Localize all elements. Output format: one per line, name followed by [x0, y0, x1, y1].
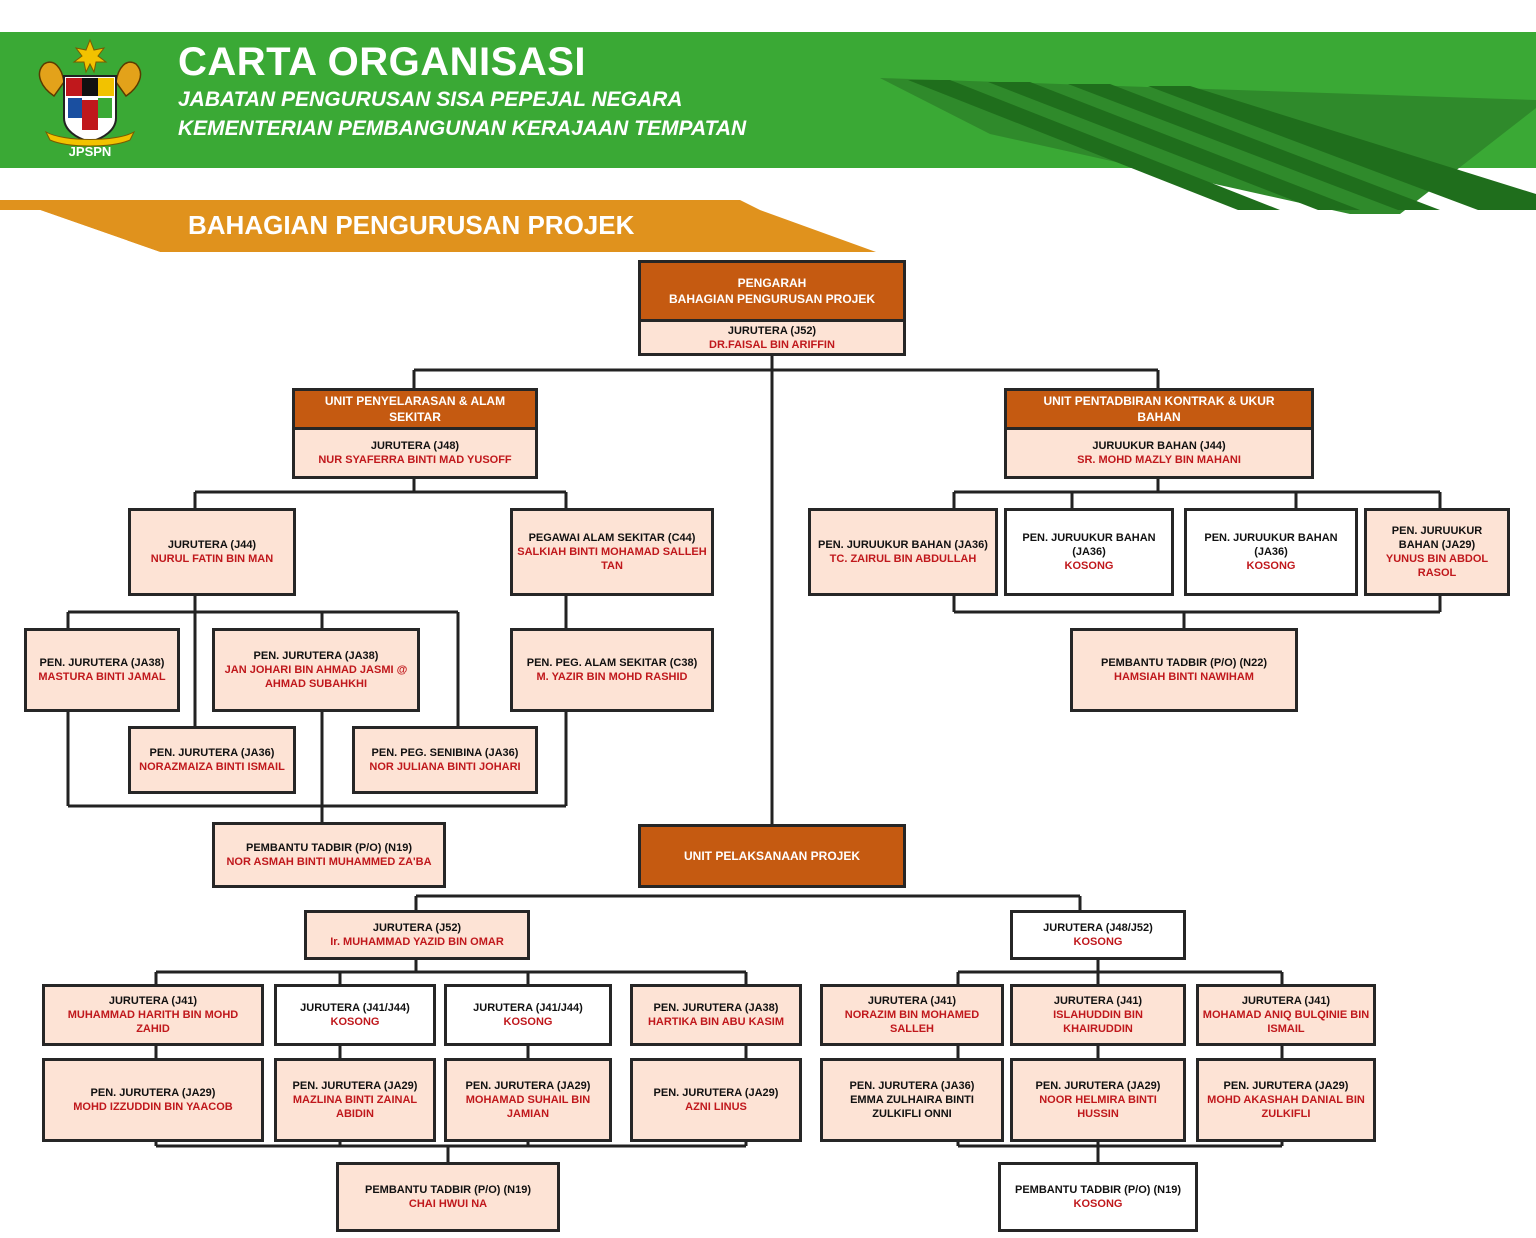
alam-n19-box: PEMBANTU TADBIR (P/O) (N19) NOR ASMAH BI…	[212, 822, 446, 888]
unit-kontrak-lead: JURUUKUR BAHAN (J44) SR. MOHD MAZLY BIN …	[1004, 427, 1314, 479]
kontrak-qs-3-box: PEN. JURUUKUR BAHAN (JA36) KOSONG	[1184, 508, 1358, 596]
alam-ja38-b-box: PEN. JURUTERA (JA38) JAN JOHARI BIN AHMA…	[212, 628, 420, 712]
unit-kontrak-header: UNIT PENTADBIRAN KONTRAK & UKUR BAHAN	[1004, 388, 1314, 430]
alam-c38-box: PEN. PEG. ALAM SEKITAR (C38) M. YAZIR BI…	[510, 628, 714, 712]
laksana-right-e2: JURUTERA (J41) ISLAHUDDIN BIN KHAIRUDDIN	[1010, 984, 1186, 1046]
director-header: PENGARAH BAHAGIAN PENGURUSAN PROJEK	[638, 260, 906, 322]
page-title: CARTA ORGANISASI	[178, 40, 586, 84]
laksana-left-e3: JURUTERA (J41/J44) KOSONG	[444, 984, 612, 1046]
jpspn-crest-logo: JPSPN	[38, 38, 142, 159]
laksana-right-e3: JURUTERA (J41) MOHAMAD ANIQ BULQINIE BIN…	[1196, 984, 1376, 1046]
kontrak-n22-box: PEMBANTU TADBIR (P/O) (N22) HAMSIAH BINT…	[1070, 628, 1298, 712]
laksana-left-a2: PEN. JURUTERA (JA29) MAZLINA BINTI ZAINA…	[274, 1058, 436, 1142]
laksana-left-e2: JURUTERA (J41/J44) KOSONG	[274, 984, 436, 1046]
kontrak-qs-1-box: PEN. JURUUKUR BAHAN (JA36) TC. ZAIRUL BI…	[808, 508, 998, 596]
ministry-name: KEMENTERIAN PEMBANGUNAN KERAJAAN TEMPATA…	[178, 117, 747, 140]
laksana-left-e1: JURUTERA (J41) MUHAMMAD HARITH BIN MOHD …	[42, 984, 264, 1046]
laksana-right-n19: PEMBANTU TADBIR (P/O) (N19) KOSONG	[998, 1162, 1198, 1232]
division-ribbon	[0, 200, 876, 252]
division-title: BAHAGIAN PENGURUSAN PROJEK	[188, 210, 635, 240]
alam-c44-box: PEGAWAI ALAM SEKITAR (C44) SALKIAH BINTI…	[510, 508, 714, 596]
director-box: JURUTERA (J52) DR.FAISAL BIN ARIFFIN	[638, 319, 906, 356]
kontrak-qs-4-box: PEN. JURUUKUR BAHAN (JA29) YUNUS BIN ABD…	[1364, 508, 1510, 596]
laksana-left-a3: PEN. JURUTERA (JA29) MOHAMAD SUHAIL BIN …	[444, 1058, 612, 1142]
banner-stripes	[880, 78, 1536, 214]
alam-ja38-a-box: PEN. JURUTERA (JA38) MASTURA BINTI JAMAL	[24, 628, 180, 712]
unit-alam-sekitar-header: UNIT PENYELARASAN & ALAM SEKITAR	[292, 388, 538, 430]
laksana-left-n19: PEMBANTU TADBIR (P/O) (N19) CHAI HWUI NA	[336, 1162, 560, 1232]
unit-pelaksanaan-header: UNIT PELAKSANAAN PROJEK	[638, 824, 906, 888]
department-name: JABATAN PENGURUSAN SISA PEPEJAL NEGARA	[178, 88, 683, 111]
alam-ja36-a-box: PEN. JURUTERA (JA36) NORAZMAIZA BINTI IS…	[128, 726, 296, 794]
unit-alam-sekitar-lead: JURUTERA (J48) NUR SYAFERRA BINTI MAD YU…	[292, 427, 538, 479]
laksana-left-a1: PEN. JURUTERA (JA29) MOHD IZZUDDIN BIN Y…	[42, 1058, 264, 1142]
laksana-left-a4: PEN. JURUTERA (JA29) AZNI LINUS	[630, 1058, 802, 1142]
laksana-right-e1: JURUTERA (J41) NORAZIM BIN MOHAMED SALLE…	[820, 984, 1004, 1046]
laksana-left-e4: PEN. JURUTERA (JA38) HARTIKA BIN ABU KAS…	[630, 984, 802, 1046]
laksana-right-a2: PEN. JURUTERA (JA29) NOOR HELMIRA BINTI …	[1010, 1058, 1186, 1142]
laksana-left-lead: JURUTERA (J52) Ir. MUHAMMAD YAZID BIN OM…	[304, 910, 530, 960]
alam-j44-box: JURUTERA (J44) NURUL FATIN BIN MAN	[128, 508, 296, 596]
kontrak-qs-2-box: PEN. JURUUKUR BAHAN (JA36) KOSONG	[1004, 508, 1174, 596]
laksana-right-a1: PEN. JURUTERA (JA36) EMMA ZULHAIRA BINTI…	[820, 1058, 1004, 1142]
logo-caption: JPSPN	[69, 144, 112, 159]
alam-ja36-b-box: PEN. PEG. SENIBINA (JA36) NOR JULIANA BI…	[352, 726, 538, 794]
laksana-right-lead: JURUTERA (J48/J52) KOSONG	[1010, 910, 1186, 960]
laksana-right-a3: PEN. JURUTERA (JA29) MOHD AKASHAH DANIAL…	[1196, 1058, 1376, 1142]
